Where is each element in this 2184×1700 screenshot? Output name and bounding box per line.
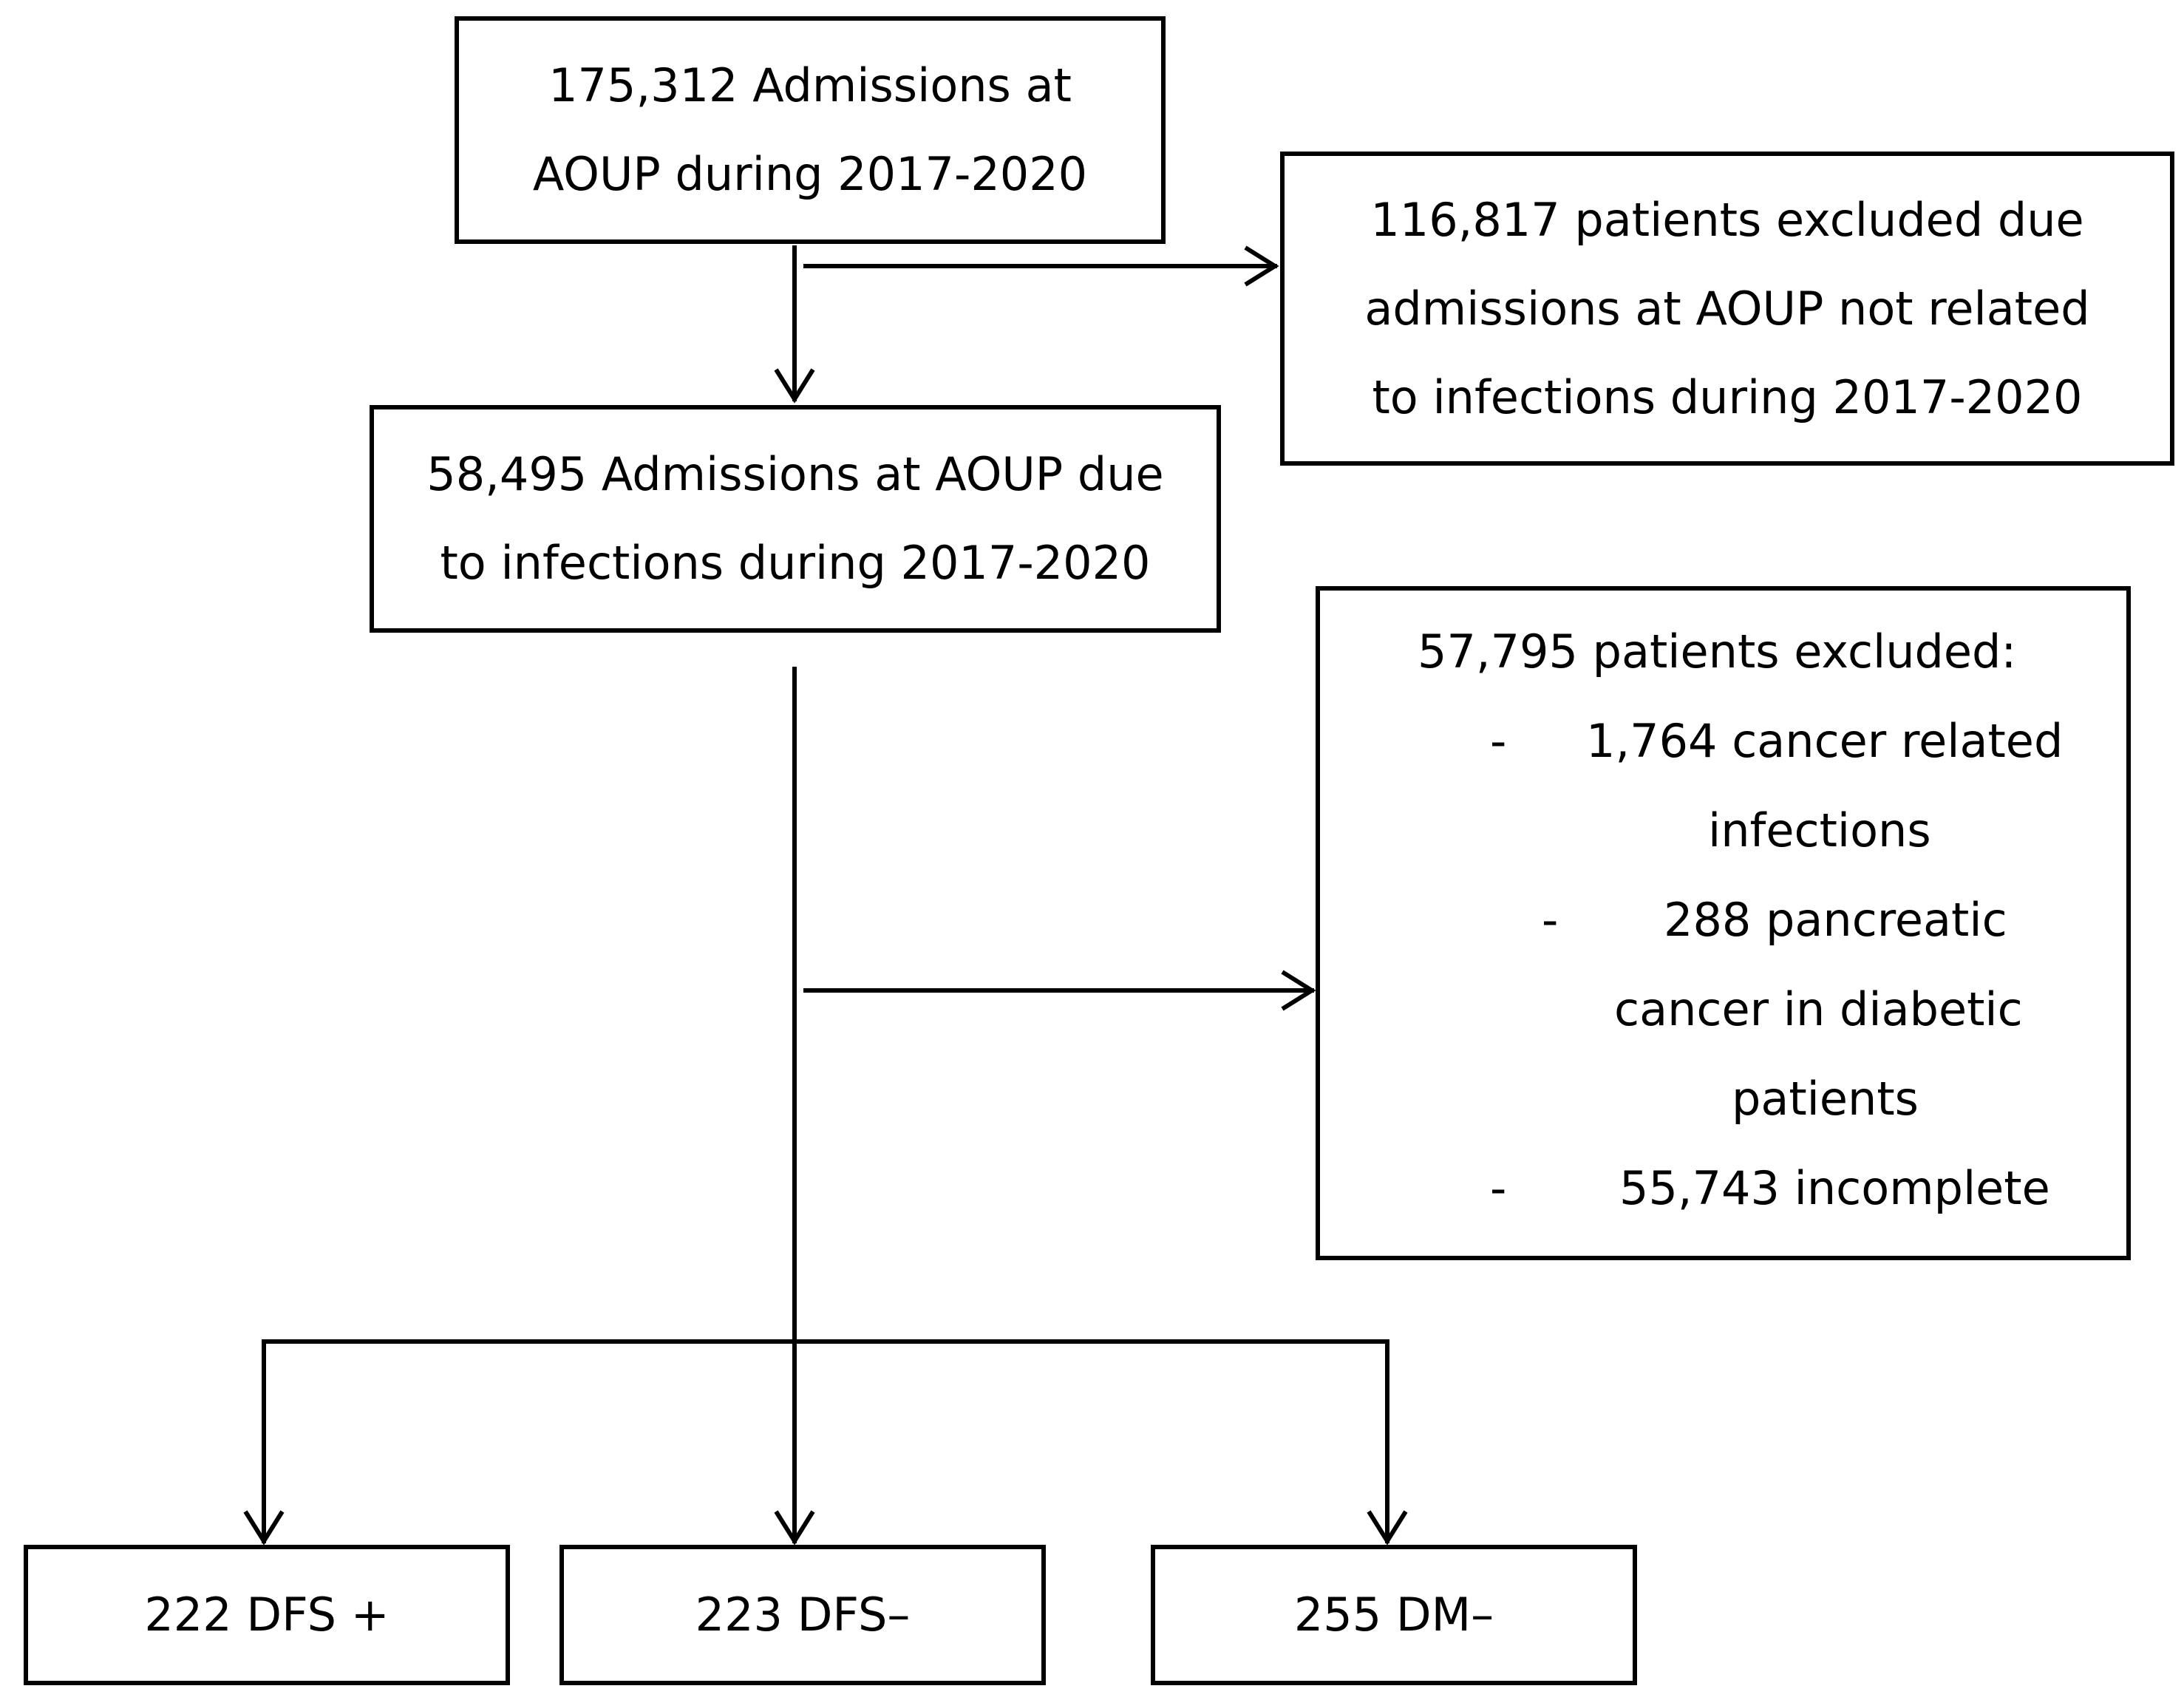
arrowhead-to-infections: [774, 368, 815, 404]
admissions-infections-box: 58,495 Admissions at AOUP due to infecti…: [370, 405, 1221, 633]
admissions-total-line-1: 175,312 Admissions at: [548, 58, 1072, 112]
group-dfs-negative-label: 223 DFS–: [695, 1588, 911, 1642]
admissions-total-box: 175,312 Admissions at AOUP during 2017-2…: [455, 16, 1166, 244]
excluded-item-3-row-1: - 55,743 incomplete: [1320, 1143, 2126, 1233]
excluded-item-2-line-2: cancer in diabetic: [1614, 982, 2023, 1036]
excluded-item-1-dash: -: [1490, 714, 1507, 768]
excluded-item-1-row-1: - 1,764 cancer related: [1320, 696, 2126, 786]
group-dfs-positive-label: 222 DFS +: [144, 1588, 389, 1642]
excluded-item-2-line-3: patients: [1732, 1072, 1919, 1126]
admissions-total-line-2: AOUP during 2017-2020: [532, 147, 1088, 201]
excluded-item-2-row-3: patients: [1320, 1054, 2126, 1143]
excluded-item-3-dash: -: [1490, 1161, 1507, 1215]
excluded-other-heading-row: 57,795 patients excluded:: [1320, 607, 2126, 696]
admissions-infections-line-2: to infections during 2017-2020: [440, 536, 1151, 590]
group-dfs-negative-box: 223 DFS–: [559, 1545, 1046, 1685]
arrowhead-to-dfs-positive: [243, 1510, 285, 1546]
arrowhead-to-excluded-other: [1281, 970, 1316, 1011]
excluded-item-2-dash: -: [1542, 893, 1559, 947]
excluded-unrelated-line-3: to infections during 2017-2020: [1372, 370, 2083, 424]
excluded-other-box: 57,795 patients excluded: - 1,764 cancer…: [1316, 586, 2131, 1260]
arrowhead-to-excluded-unrelated: [1244, 245, 1279, 287]
excluded-item-1-row-2: infections: [1320, 786, 2126, 875]
group-dm-negative-box: 255 DM–: [1151, 1545, 1637, 1685]
group-dm-negative-label: 255 DM–: [1293, 1588, 1494, 1642]
excluded-unrelated-line-1: 116,817 patients excluded due: [1370, 192, 2084, 247]
excluded-item-2-row-2: cancer in diabetic: [1320, 965, 2126, 1054]
excluded-unrelated-line-2: admissions at AOUP not related: [1364, 281, 2090, 336]
excluded-item-2-line-1: 288 pancreatic: [1664, 893, 2007, 947]
arrowhead-to-dm-negative: [1367, 1510, 1408, 1546]
group-dfs-positive-box: 222 DFS +: [24, 1545, 510, 1685]
admissions-infections-line-1: 58,495 Admissions at AOUP due: [426, 447, 1164, 501]
excluded-unrelated-box: 116,817 patients excluded due admissions…: [1280, 152, 2174, 466]
excluded-item-1-line-2: infections: [1708, 803, 1931, 857]
excluded-item-2-row-1: - 288 pancreatic: [1320, 875, 2126, 965]
excluded-item-1-line-1: 1,764 cancer related: [1586, 714, 2064, 768]
excluded-item-3-line-1: 55,743 incomplete: [1619, 1161, 2050, 1215]
arrowhead-to-dfs-negative: [774, 1510, 815, 1546]
excluded-other-heading: 57,795 patients excluded:: [1418, 625, 2017, 679]
